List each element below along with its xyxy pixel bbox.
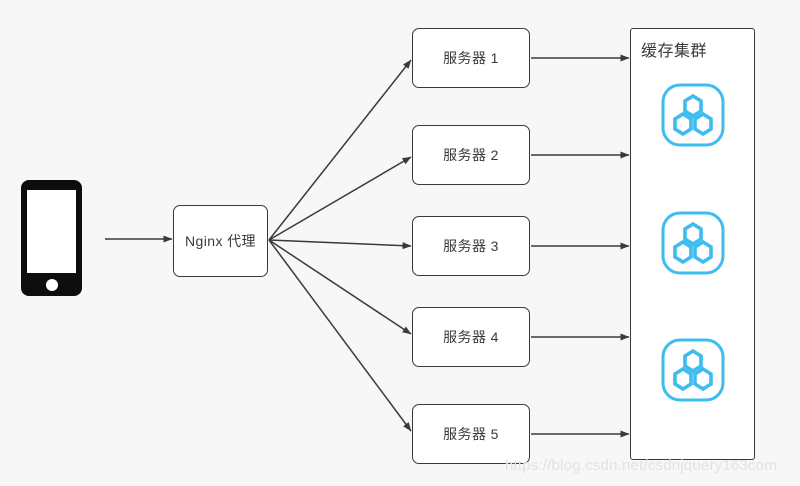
node-nginx-proxy-label: Nginx 代理	[185, 233, 256, 249]
cache-node-hexagons-icon	[659, 209, 727, 277]
node-server-4-label: 服务器 4	[443, 329, 499, 345]
node-server-2-label: 服务器 2	[443, 147, 499, 163]
node-server-4[interactable]: 服务器 4	[412, 307, 530, 367]
cache-node-hexagons-icon	[659, 81, 727, 149]
node-server-1-label: 服务器 1	[443, 50, 499, 66]
node-nginx-proxy[interactable]: Nginx 代理	[173, 205, 268, 277]
phone-screen	[27, 190, 76, 273]
node-server-1[interactable]: 服务器 1	[412, 28, 530, 88]
phone-home-button	[45, 279, 58, 291]
arrow-proxy-to-server-1	[268, 59, 412, 241]
arrow-proxy-to-server-2	[268, 156, 412, 241]
smartphone-icon	[21, 180, 82, 296]
node-server-2[interactable]: 服务器 2	[412, 125, 530, 185]
arrow-proxy-to-server-5	[268, 239, 412, 432]
cache-cluster-title: 缓存集群	[641, 43, 708, 60]
cache-node-hexagons-icon	[659, 336, 727, 404]
cache-cluster-panel[interactable]: 缓存集群	[630, 28, 755, 460]
node-server-5-label: 服务器 5	[443, 426, 499, 442]
arrow-proxy-to-server-4	[268, 239, 412, 335]
node-server-3[interactable]: 服务器 3	[412, 216, 530, 276]
node-server-3-label: 服务器 3	[443, 238, 499, 254]
node-server-5[interactable]: 服务器 5	[412, 404, 530, 464]
arrow-proxy-to-server-3	[268, 239, 412, 250]
watermark-text: https://blog.csdn.net/csdnjquery163com	[505, 457, 777, 474]
